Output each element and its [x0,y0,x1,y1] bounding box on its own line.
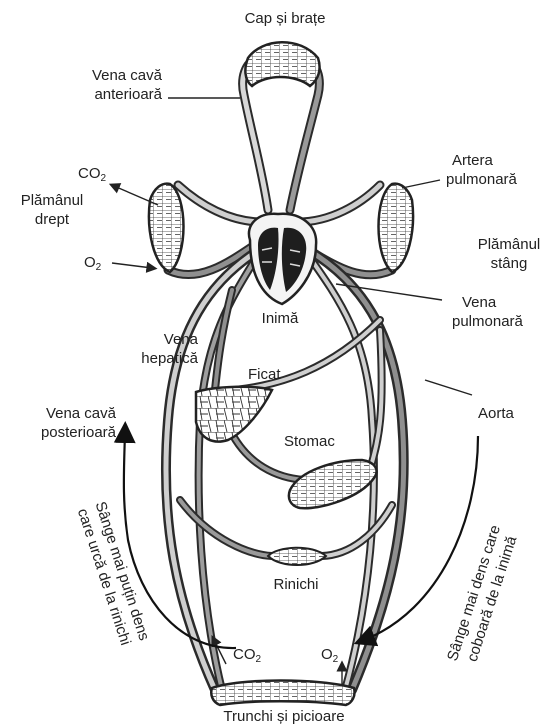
label-aorta: Aorta [478,404,514,423]
label-anterior-vena-cava: Vena cavă anterioară [60,66,162,104]
label-line: Artera [446,151,517,170]
density-arrows [124,432,478,648]
label-left-lung: Plămânul stâng [462,235,556,273]
label-heart: Inimă [240,309,320,328]
label-line: Vena cavă [60,66,162,85]
label-line: Vena [110,330,198,349]
kidneys [268,548,326,565]
label-line: posterioară [8,423,116,442]
label-right-lung: Plămânul drept [4,191,100,229]
label-line: anterioară [60,85,162,104]
label-text: CO [233,646,256,663]
heart [249,214,316,304]
label-subscript: 2 [256,654,262,665]
label-co2-lung: CO2 [78,164,106,183]
pulmonary-right-upper [298,185,380,222]
label-head-arms: Cap și brațe [229,9,341,28]
label-text: O [321,646,333,663]
lung-left [149,184,184,272]
label-subscript: 2 [333,654,339,665]
label-stomach: Stomac [284,432,335,451]
label-line: Vena [452,293,523,312]
label-trunk-legs: Trunchi și picioare [196,707,372,726]
head-capillaries [245,42,319,86]
label-co2-trunk: CO2 [233,645,261,664]
liver [196,387,272,442]
label-line: pulmonară [446,170,517,189]
label-liver: Ficat [248,365,281,384]
stomach [289,460,377,508]
label-text: O [84,254,96,271]
label-line: Plămânul [4,191,100,210]
label-posterior-vena-cava: Vena cavă posterioară [8,404,116,442]
label-subscript: 2 [96,262,102,273]
label-line: stâng [462,254,556,273]
vessels [166,58,404,690]
label-subscript: 2 [101,173,107,184]
trunk-legs-capillaries [211,681,354,706]
pulmonary-left-upper [178,185,262,222]
label-o2-trunk: O2 [321,645,338,664]
label-kidneys: Rinichi [250,575,342,594]
label-line: Plămânul [462,235,556,254]
label-line: drept [4,210,100,229]
label-line: pulmonară [452,312,523,331]
lung-right [379,184,414,272]
label-text: CO [78,165,101,182]
label-hepatic-vein: Vena hepatică [110,330,198,368]
arrow-o2-into-lung [112,263,152,268]
label-line: hepatică [110,349,198,368]
label-pulmonary-artery: Artera pulmonară [446,151,517,189]
label-o2-lung: O2 [84,253,101,272]
label-pulmonary-vein: Vena pulmonară [452,293,523,331]
label-line: Vena cavă [8,404,116,423]
